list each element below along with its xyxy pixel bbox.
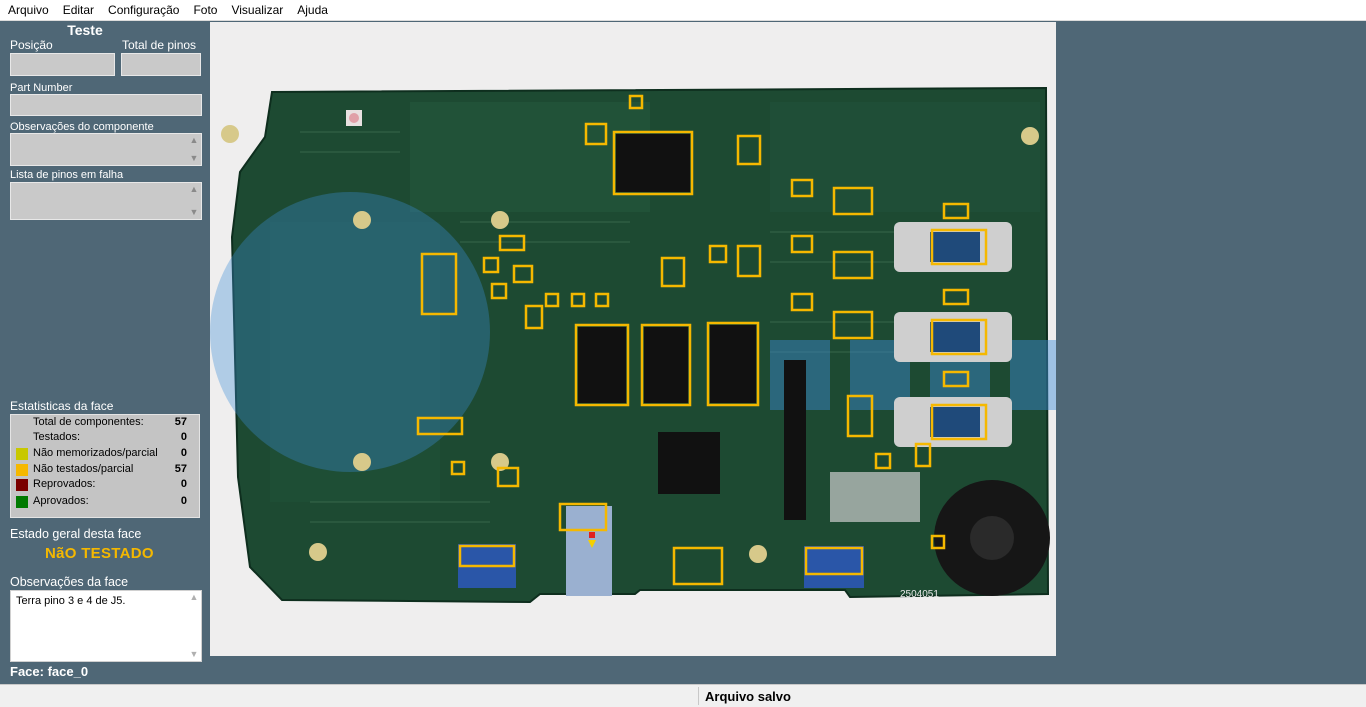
- menu-bar: Arquivo Editar Configuração Foto Visuali…: [0, 0, 1366, 21]
- stat-row-total: Total de componentes: 57: [11, 416, 199, 431]
- stat-label: Não testados/parcial: [33, 463, 134, 475]
- face-notes-field[interactable]: Terra pino 3 e 4 de J5. ▲ ▼: [10, 590, 202, 662]
- scroll-down-icon[interactable]: ▼: [189, 153, 199, 163]
- stat-label: Não memorizados/parcial: [33, 447, 158, 459]
- failed-pins-label: Lista de pinos em falha: [10, 169, 124, 181]
- face-notes-scrollbar[interactable]: ▲ ▼: [188, 593, 200, 659]
- status-color-swatch: [16, 496, 28, 508]
- scroll-up-icon[interactable]: ▲: [189, 592, 199, 602]
- board-label-text: 2504051: [900, 589, 939, 600]
- menu-configuracao[interactable]: Configuração: [108, 3, 180, 17]
- component-notes-label: Observações do componente: [10, 121, 154, 133]
- part-number-field[interactable]: [10, 94, 202, 116]
- stat-label: Total de componentes:: [33, 416, 144, 428]
- component-markers: [416, 94, 988, 586]
- scroll-up-icon[interactable]: ▲: [189, 135, 199, 145]
- component-notes-field[interactable]: ▲ ▼: [10, 133, 202, 166]
- position-label: Posição: [10, 38, 53, 52]
- pcb-board-image: 2504051: [210, 22, 1056, 656]
- stat-row-nao-memorizados: Não memorizados/parcial 0: [11, 447, 199, 462]
- stat-value: 0: [180, 431, 187, 443]
- stats-box: Total de componentes: 57 Testados: 0 Não…: [10, 414, 200, 518]
- face-notes-label: Observações da face: [10, 575, 129, 589]
- menu-visualizar[interactable]: Visualizar: [231, 3, 284, 17]
- stat-value: 57: [174, 416, 187, 428]
- stat-row-aprovados: Aprovados: 0: [11, 495, 199, 510]
- stat-label: Aprovados:: [33, 495, 89, 507]
- estado-value: NãO TESTADO: [45, 545, 154, 562]
- failed-pins-field[interactable]: ▲ ▼: [10, 182, 202, 220]
- stat-label: Testados:: [33, 431, 81, 443]
- menu-ajuda[interactable]: Ajuda: [297, 3, 328, 17]
- status-color-swatch: [16, 448, 28, 460]
- right-empty-area: [1056, 22, 1366, 662]
- stat-row-testados: Testados: 0: [11, 431, 199, 446]
- menu-foto[interactable]: Foto: [193, 3, 218, 17]
- stat-row-reprovados: Reprovados: 0: [11, 478, 199, 493]
- face-label: Face: face_0: [10, 664, 89, 679]
- status-message: Arquivo salvo: [705, 689, 791, 704]
- stat-value: 0: [180, 447, 187, 459]
- scroll-down-icon[interactable]: ▼: [189, 649, 199, 659]
- status-color-swatch: [16, 479, 28, 491]
- component-notes-scrollbar[interactable]: ▲ ▼: [188, 136, 200, 163]
- stat-value: 0: [180, 478, 187, 490]
- stat-value: 0: [180, 495, 187, 507]
- stat-value: 57: [174, 463, 187, 475]
- scroll-up-icon[interactable]: ▲: [189, 184, 199, 194]
- failed-pins-scrollbar[interactable]: ▲ ▼: [188, 185, 200, 217]
- position-field[interactable]: [10, 53, 115, 76]
- test-panel: Teste Posição Total de pinos Part Number…: [0, 21, 208, 683]
- board-image-view[interactable]: 2504051: [210, 22, 1056, 656]
- part-number-label: Part Number: [10, 82, 73, 94]
- menu-editar[interactable]: Editar: [62, 3, 95, 17]
- stat-label: Reprovados:: [33, 478, 96, 490]
- face-notes-text: Terra pino 3 e 4 de J5.: [16, 595, 126, 607]
- status-bar: Arquivo salvo: [0, 684, 1366, 707]
- status-color-swatch: [16, 464, 28, 476]
- stats-title: Estatisticas da face: [10, 399, 114, 413]
- total-pins-label: Total de pinos: [122, 38, 197, 52]
- scroll-down-icon[interactable]: ▼: [189, 207, 199, 217]
- estado-label: Estado geral desta face: [10, 527, 142, 541]
- status-separator: [698, 687, 699, 705]
- stat-row-nao-testados: Não testados/parcial 57: [11, 463, 199, 478]
- menu-arquivo[interactable]: Arquivo: [8, 3, 49, 17]
- total-pins-field[interactable]: [121, 53, 201, 76]
- panel-title: Teste: [67, 22, 103, 38]
